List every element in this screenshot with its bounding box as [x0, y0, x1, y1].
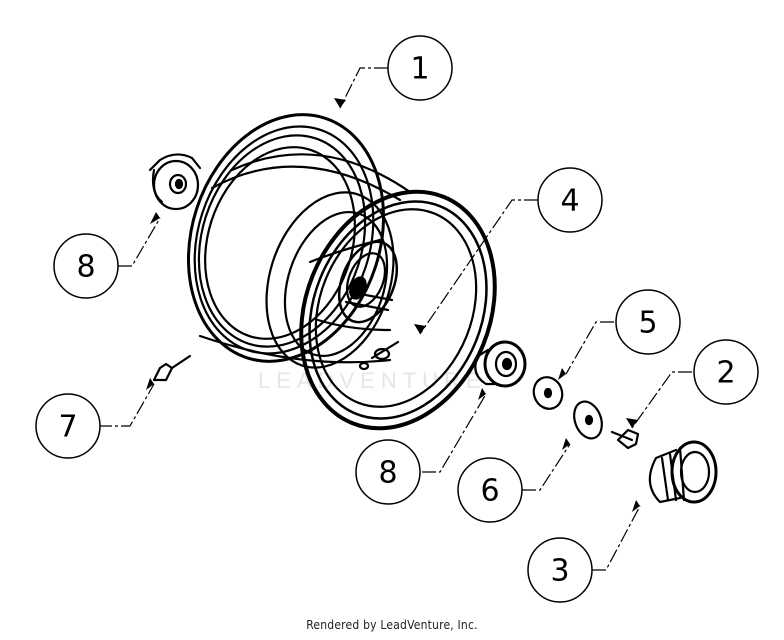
svg-text:8: 8 — [378, 456, 397, 491]
callout-4: 4 — [537, 167, 603, 233]
svg-text:4: 4 — [560, 184, 579, 219]
bearing-right-drawing — [474, 340, 527, 388]
callout-6: 6 — [457, 457, 523, 523]
leader-5 — [565, 321, 614, 375]
svg-text:6: 6 — [480, 474, 499, 509]
callout-7: 7 — [35, 393, 101, 459]
callout-2: 2 — [693, 339, 759, 405]
tire-drawing — [648, 440, 718, 504]
leader-6 — [522, 443, 571, 491]
leader-arrowheads — [146, 98, 640, 512]
leader-4 — [419, 199, 538, 335]
svg-text:8: 8 — [76, 250, 95, 285]
washer-6-drawing — [573, 400, 603, 440]
callout-5: 5 — [615, 289, 681, 355]
callout-8-left: 8 — [53, 233, 119, 299]
callout-1: 1 — [387, 35, 453, 101]
leader-1 — [339, 67, 388, 109]
washer-5-drawing — [532, 376, 564, 410]
grease-fitting-drawing — [610, 428, 640, 450]
leader-8b — [422, 393, 487, 473]
bearing-left-drawing — [148, 153, 202, 211]
leader-2 — [631, 371, 692, 429]
callout-3: 3 — [527, 537, 593, 603]
svg-text:2: 2 — [716, 356, 735, 391]
svg-text:5: 5 — [638, 306, 657, 341]
leader-7 — [98, 383, 155, 427]
leader-lines — [98, 67, 692, 571]
valve-stem-7-drawing — [152, 354, 192, 382]
callout-8-right: 8 — [355, 439, 421, 505]
leader-8a — [118, 217, 161, 267]
wheel-rim-drawing — [186, 113, 497, 431]
svg-text:3: 3 — [550, 554, 569, 589]
credit-line: Rendered by LeadVenture, Inc. — [306, 618, 478, 632]
leader-3 — [592, 505, 641, 571]
svg-text:7: 7 — [58, 410, 77, 445]
svg-text:1: 1 — [410, 52, 429, 87]
